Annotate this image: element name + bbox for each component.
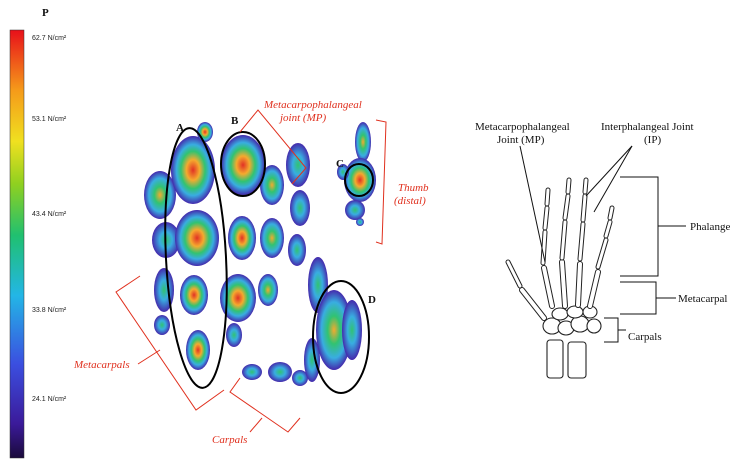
region-labels: A B C D [176,115,376,306]
pressure-map [144,122,376,386]
colorbar-tick-3: 43.4 N/cm² [32,211,67,218]
colorbar-tick-4: 33.8 N/cm² [32,307,67,314]
thumb-bracket [375,119,387,245]
anatomy-metacarpal: Metacarpal [678,293,727,305]
phalange-bracket [620,176,659,277]
pressure-map-annotations: Metacarpophalangeal joint (MP) Thumb (di… [73,99,429,446]
mp-joint-bracket [239,109,307,185]
colorbar-title: P [42,7,49,19]
region-label-d: D [368,294,376,306]
colorbar: P 62.7 N/cm² 53.1 N/cm² 43.4 N/cm² 33.8 … [9,7,67,459]
region-b-outline [220,131,266,197]
anatomy-mp-line1: Metacarpophalangeal [475,121,570,133]
anatomy-carpals: Carpals [628,331,662,343]
region-d-outline [312,280,370,394]
annotation-mp-joint-line1: Metacarpophalangeal [263,99,362,111]
carpals-bracket [229,377,301,433]
metacarpals-leader [137,349,161,365]
ip-leader-2 [593,145,633,213]
anatomy-mp-line2: Joint (MP) [497,134,545,146]
region-label-a: A [176,122,184,134]
colorbar-tick-1: 62.7 N/cm² [32,35,67,42]
carpals-leader [249,417,263,433]
annotation-metacarpals: Metacarpals [73,359,130,371]
region-c-outline [344,163,374,197]
region-label-c: C [336,158,344,170]
hand-skeleton [505,177,615,379]
annotation-mp-joint-line2: joint (MP) [278,112,326,124]
metacarpals-bracket [115,275,225,411]
annotation-thumb-line2: (distal) [394,195,426,207]
annotation-thumb-line1: Thumb [398,182,429,194]
colorbar-tick-5: 24.1 N/cm² [32,396,67,403]
region-label-b: B [231,115,239,127]
metacarpal-bracket [620,281,657,315]
anatomy-ip-line2: (IP) [644,134,661,146]
region-a-outline [164,127,228,389]
ip-leader-1 [585,145,633,197]
anatomy-labels: Metacarpophalangeal Joint (MP) Interphal… [475,121,730,343]
carpals-anatomy-bracket [604,317,619,343]
colorbar-gradient [9,29,25,459]
mp-leader [519,145,546,263]
anatomy-ip-line1: Interphalangeal Joint [601,121,694,133]
annotation-carpals: Carpals [212,434,247,446]
region-outlines [164,127,374,394]
colorbar-tick-2: 53.1 N/cm² [32,116,67,123]
anatomy-phalange: Phalange [690,221,730,233]
